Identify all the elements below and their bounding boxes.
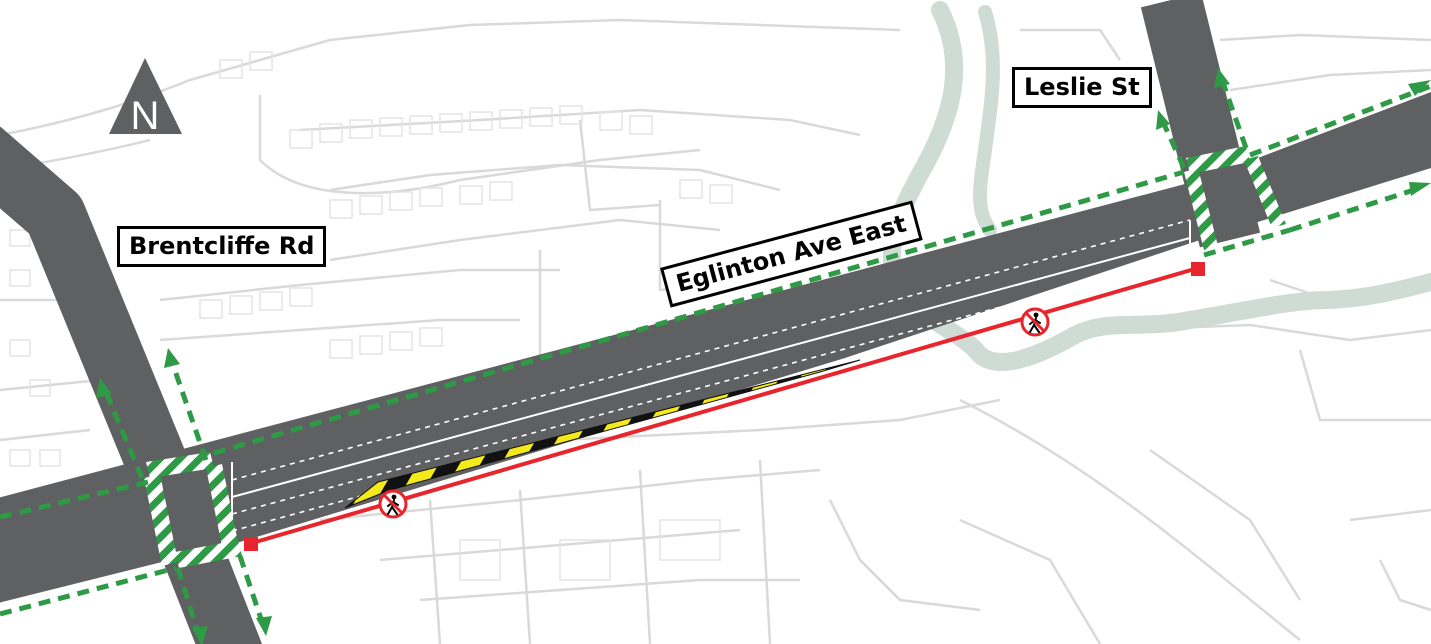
background-streets xyxy=(0,18,1431,644)
ped-route-brentcliffe-east-north xyxy=(169,361,209,461)
river xyxy=(882,1,1431,371)
leslie-st-label: Leslie St xyxy=(1012,67,1152,108)
ped-route-leslie-east-north xyxy=(1219,79,1249,149)
north-arrow-icon: N xyxy=(109,58,182,138)
brentcliffe-rd-label: Brentcliffe Rd xyxy=(117,226,327,267)
crosswalk-brentcliffe-west xyxy=(144,474,178,566)
ped-route-eglinton-north-west xyxy=(0,479,149,520)
pedestrian-routes xyxy=(0,79,1431,641)
ped-route-leslie-west-north xyxy=(1160,120,1187,170)
ped-route-eglinton-north xyxy=(213,169,1185,456)
ped-route-eglinton-north-east xyxy=(1249,83,1431,158)
crosswalk-leslie-west xyxy=(1184,168,1218,250)
building-outlines xyxy=(9,51,733,581)
ped-route-eglinton-south-east xyxy=(1203,227,1291,258)
construction-zone xyxy=(344,359,861,509)
crosswalk-brentcliffe-north xyxy=(146,452,214,478)
crosswalk-leslie-east xyxy=(1244,156,1286,228)
route-arrowheads xyxy=(96,68,1431,644)
brentcliffe-road xyxy=(0,126,263,644)
river-branch xyxy=(973,5,1000,237)
eglinton-roadway xyxy=(0,92,1431,603)
no-pedestrian-icon xyxy=(378,489,408,519)
crosswalks xyxy=(144,146,1286,568)
ped-route-eglinton-south-west xyxy=(0,565,177,617)
crosswalk-brentcliffe-east xyxy=(206,464,240,556)
ped-route-eglinton-south-far-east xyxy=(1289,185,1421,233)
no-pedestrian-icon xyxy=(1020,307,1050,337)
ped-route-brentcliffe-east-south xyxy=(237,555,267,629)
north-arrow-letter: N xyxy=(131,94,160,138)
crosswalk-leslie-north xyxy=(1186,146,1250,174)
ped-route-brentcliffe-west-north xyxy=(103,391,145,479)
